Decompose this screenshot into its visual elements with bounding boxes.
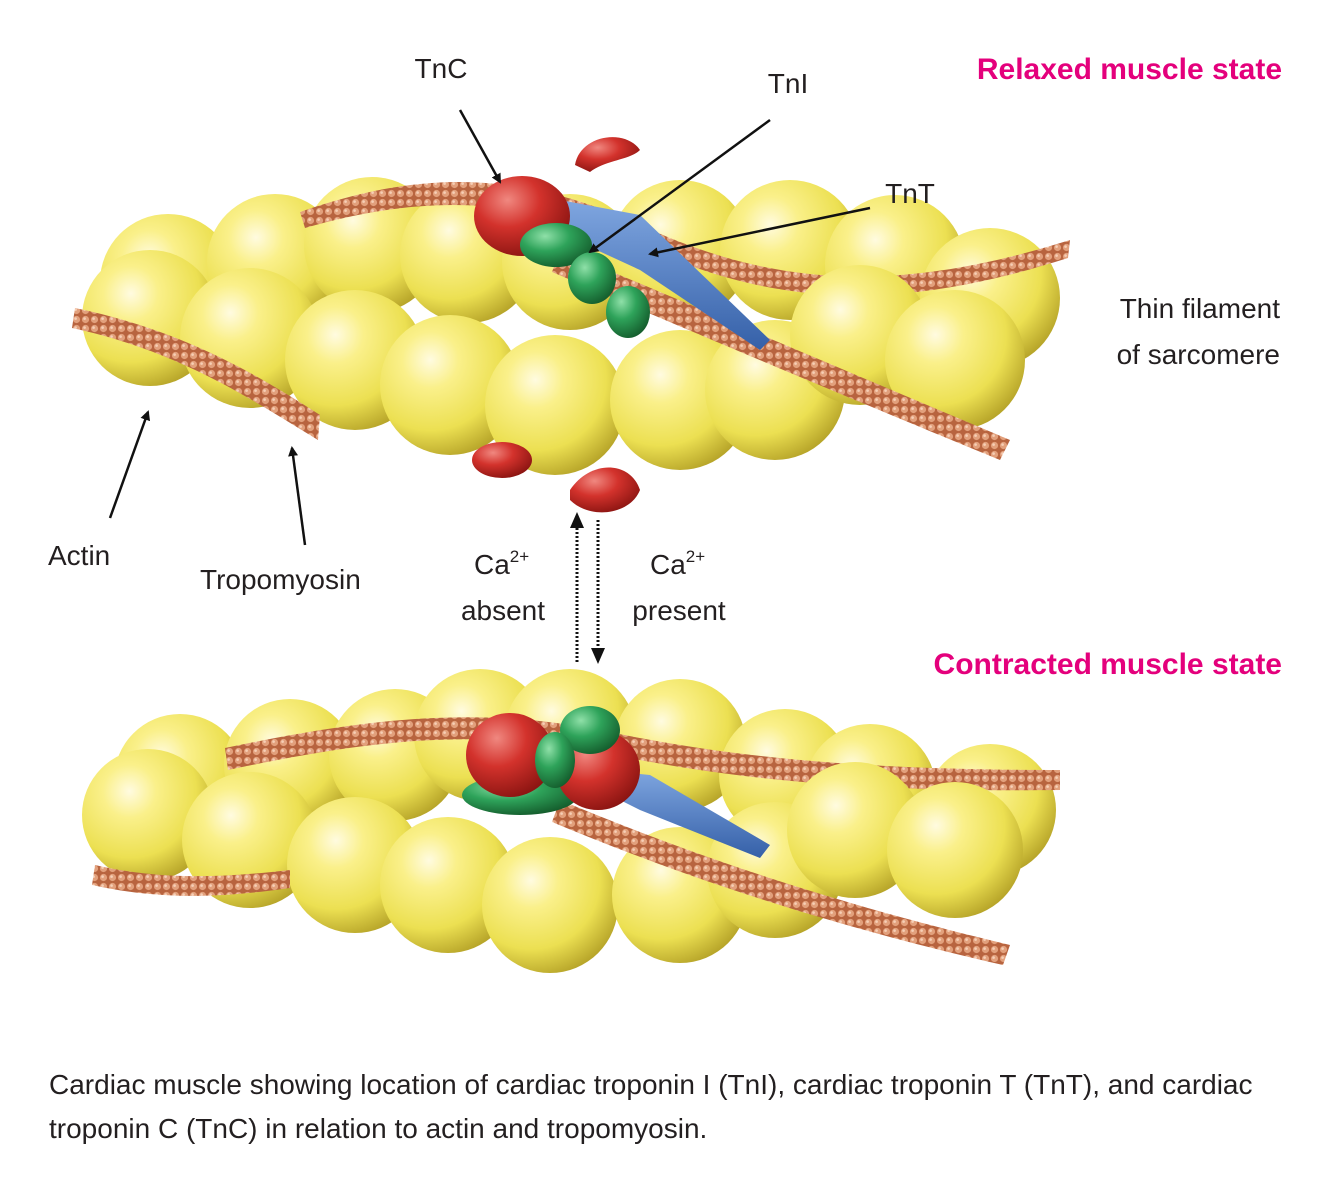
relaxed-troponin-complex [472,137,770,513]
contracted-troponin-c-left [466,713,554,797]
relaxed-tropomyosin-upper [300,181,1070,296]
actin-arrow [108,410,151,519]
contracted-actin-front-row [82,749,1023,973]
ca-absent-word: absent [461,595,545,626]
actin-label: Actin [48,540,110,571]
tropomyosin-label: Tropomyosin [200,564,361,595]
relaxed-troponin-t [560,200,770,350]
ca-present-ion: Ca [650,549,686,580]
ca-absent-charge: 2+ [510,547,529,566]
relaxed-tropomyosin-lower [72,308,320,440]
tni-arrow [588,118,771,254]
tnt-arrow [648,206,871,258]
relaxed-troponin-c-under2 [570,467,640,513]
figure-caption: Cardiac muscle showing location of cardi… [49,1069,1253,1144]
contracted-troponin-t [600,770,770,858]
thin-filament-label-line1: Thin filament [1120,293,1281,324]
contracted-tropomyosin-lower-right [552,800,1010,965]
ca-present-word: present [632,595,726,626]
contracted-troponin-i-mid [535,732,575,788]
tni-label: TnI [768,68,808,99]
ca-absent-arrowhead [570,512,584,528]
thin-filament-label-line2: of sarcomere [1117,339,1280,370]
tnt-label: TnT [885,178,935,209]
relaxed-tropomyosin-lower-right [552,250,1010,460]
relaxed-troponin-i-lobe [568,252,616,304]
relaxed-troponin-i [520,223,592,267]
contracted-filament [82,669,1060,973]
relaxed-troponin-i-lobe2 [606,286,650,338]
tropomyosin-arrow [288,446,307,546]
contracted-state-title: Contracted muscle state [934,648,1282,681]
calcium-transition-arrows [570,512,605,664]
contracted-tropomyosin-lower [92,865,290,896]
contracted-troponin-complex [462,706,770,858]
tnc-label: TnC [415,53,468,84]
relaxed-troponin-c-under [472,442,532,478]
relaxed-state-title: Relaxed muscle state [977,53,1282,86]
contracted-troponin-i [560,706,620,754]
ca-absent-ion-label: Ca2+ [474,547,529,580]
relaxed-filament [72,137,1070,513]
tnc-arrow [458,109,502,184]
ca-present-arrowhead [591,648,605,664]
relaxed-troponin-c-back [575,137,640,172]
ca-present-charge: 2+ [686,547,705,566]
ca-present-ion-label: Ca2+ [650,547,705,580]
pointer-arrows [108,109,871,546]
ca-absent-ion: Ca [474,549,510,580]
